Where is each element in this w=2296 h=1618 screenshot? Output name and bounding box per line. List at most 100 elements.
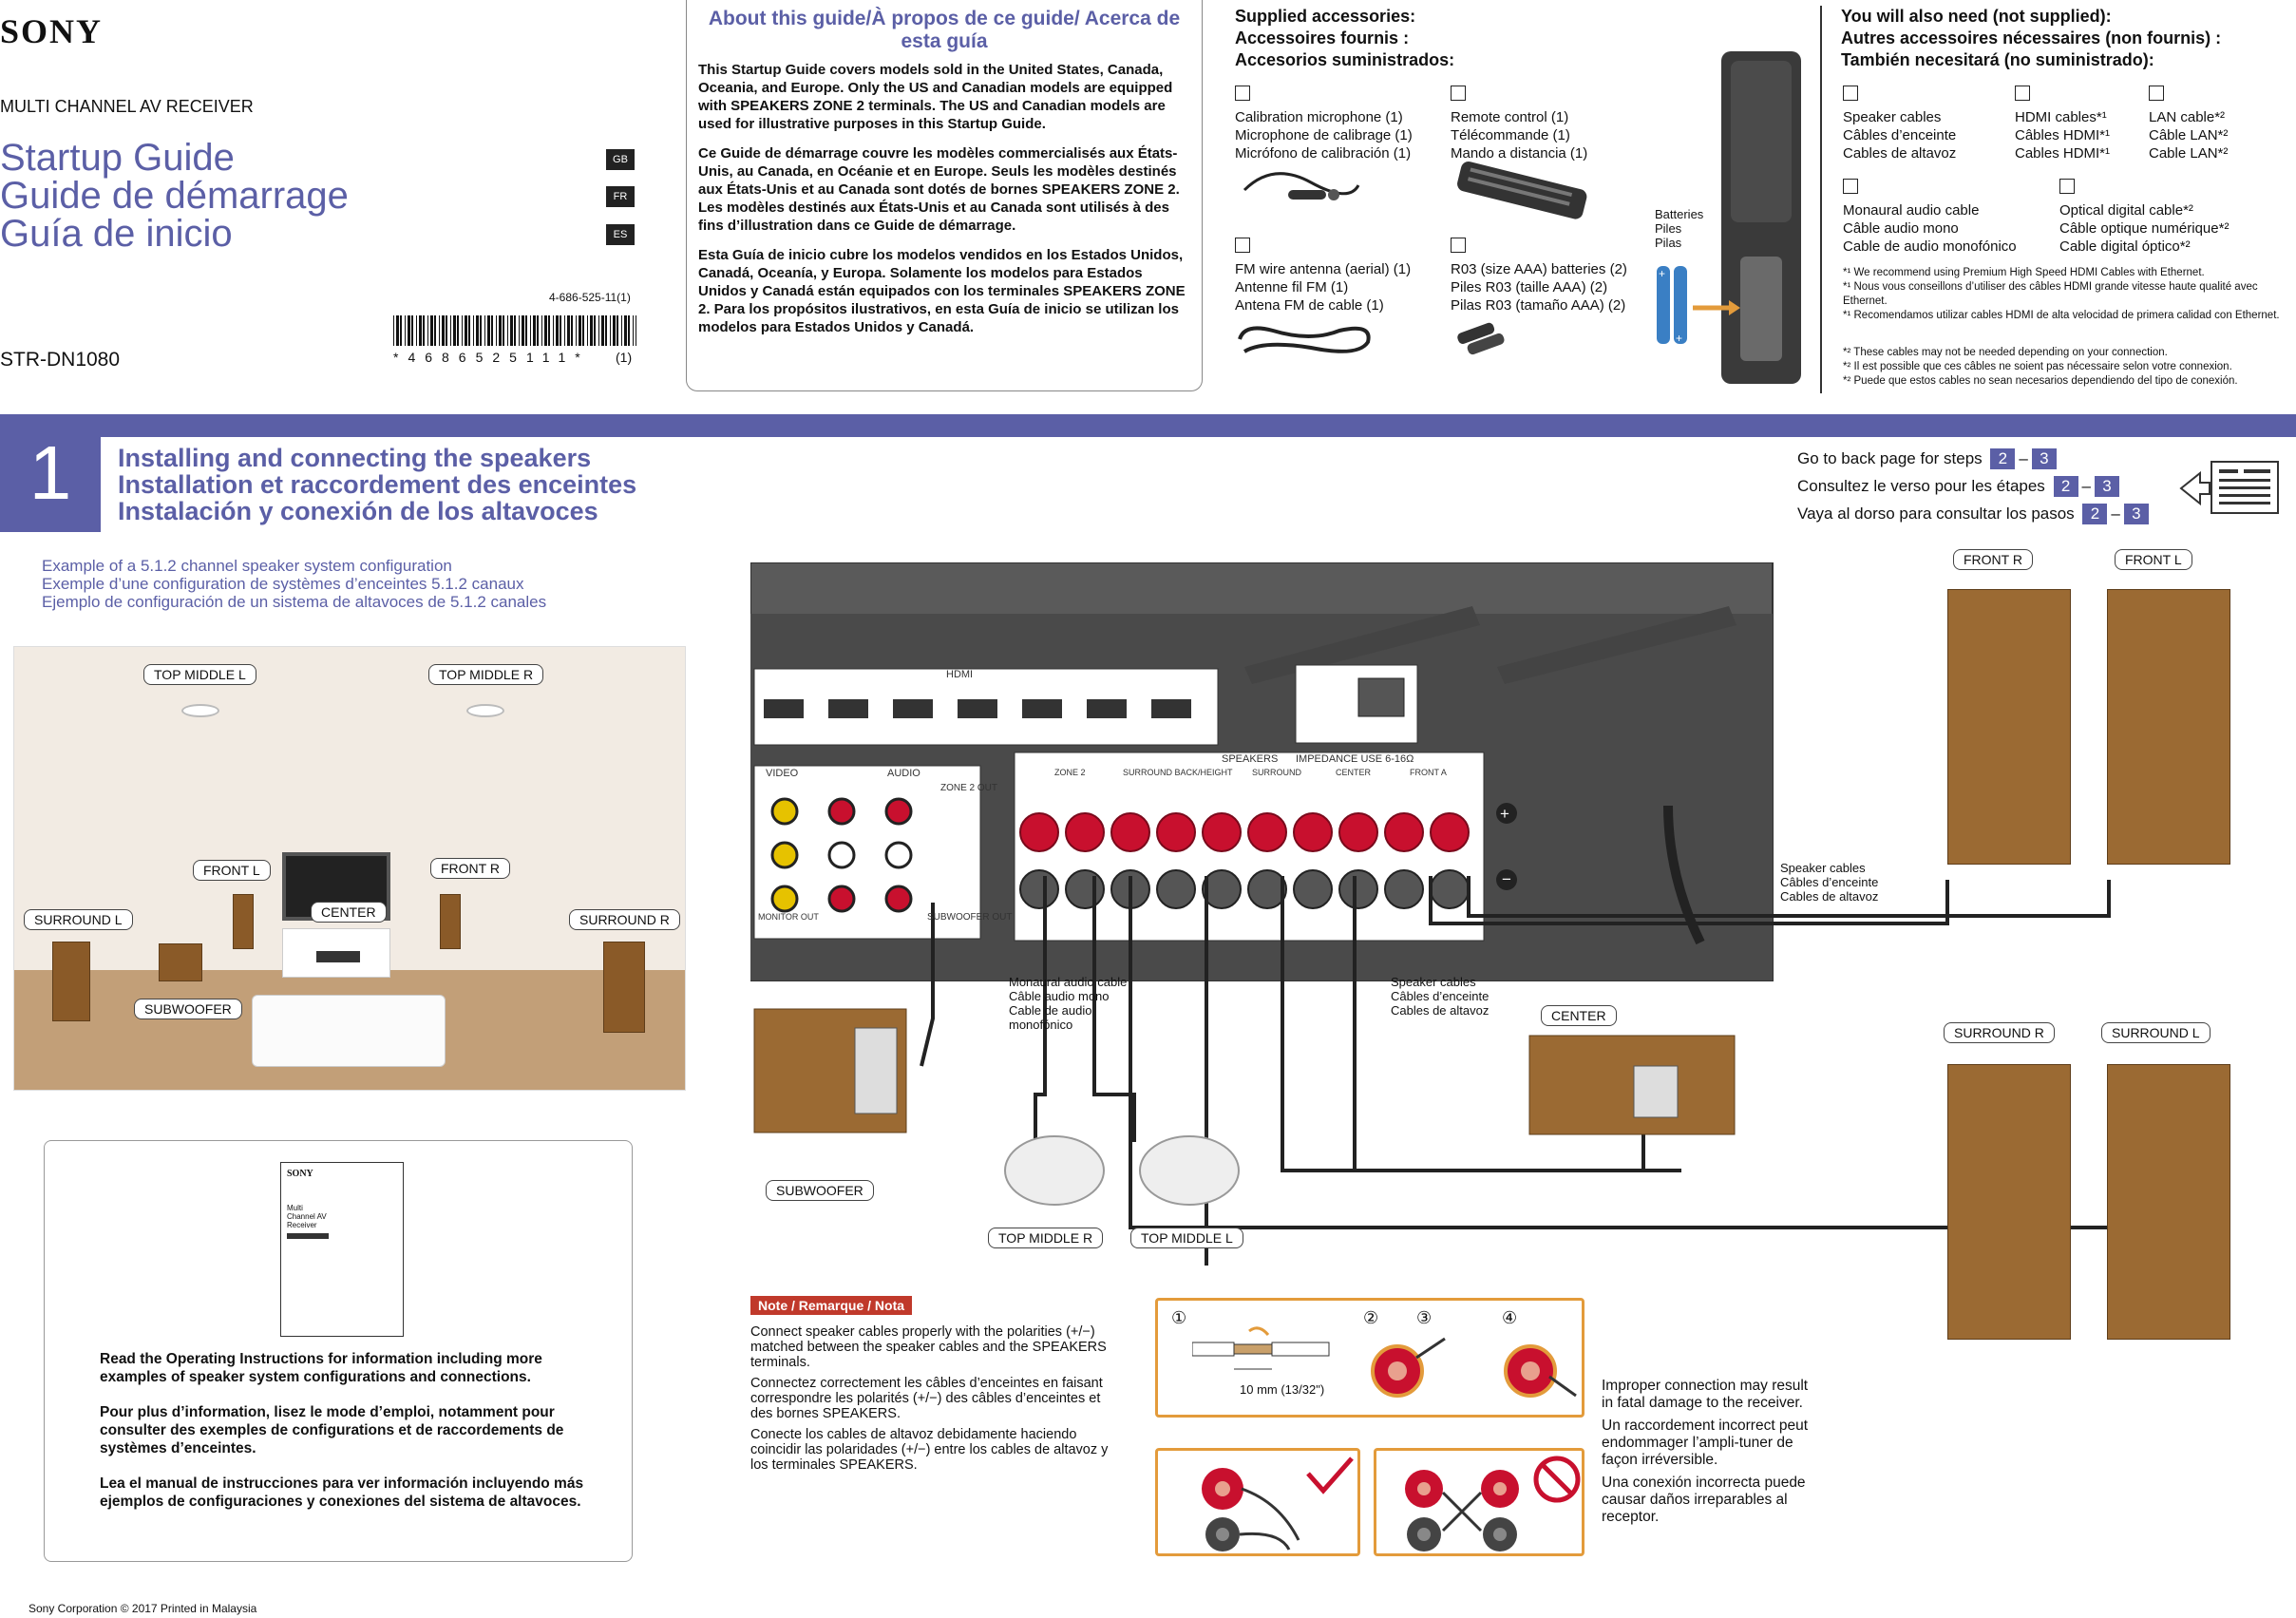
speaker-cables-label-2: Speaker cables Câbles d’enceinte Cables … — [1391, 975, 1490, 1018]
zone-label-surround: SURROUND — [1252, 768, 1302, 777]
label-subwoofer: SUBWOOFER — [134, 999, 242, 1019]
need-item-lan-cable: LAN cable*² Câble LAN*² Cable LAN*² — [2149, 86, 2228, 162]
label-center: CENTER — [311, 902, 387, 923]
label-front-l: FRONT L — [193, 860, 271, 881]
about-title: About this guide/À propos de ce guide/ A… — [708, 8, 1181, 52]
checkbox[interactable] — [2149, 86, 2164, 101]
prohibited-icon — [1533, 1456, 1581, 1503]
example-caption: Example of a 5.1.2 channel speaker syste… — [42, 557, 547, 611]
section-band — [0, 414, 2296, 437]
checkbox[interactable] — [2059, 179, 2075, 194]
label-surround-l: SURROUND L — [24, 909, 133, 930]
terminal-twist-icon — [1371, 1337, 1446, 1398]
zone-label-center: CENTER — [1336, 768, 1372, 777]
surround-r-speaker — [603, 942, 645, 1033]
checkbox[interactable] — [1451, 238, 1466, 253]
diagram-label-top-middle-r: TOP MIDDLE R — [988, 1228, 1104, 1248]
front-r-speaker-diagram — [1947, 589, 2071, 865]
lang-tag-gb: GB — [606, 149, 635, 170]
surround-l-speaker-diagram — [2107, 1064, 2230, 1340]
fm-antenna-icon — [1238, 326, 1371, 353]
mono-cable-label: Monaural audio cable Câble audio mono Ca… — [1009, 975, 1128, 1032]
diagram-label-surround-l: SURROUND L — [2101, 1022, 2211, 1043]
checkbox[interactable] — [2015, 86, 2030, 101]
svg-text:−: − — [1502, 870, 1511, 888]
about-guide-box: About this guide/À propos de ce guide/ A… — [686, 0, 1203, 391]
operating-instructions-box: SONY Multi Channel AV Receiver Read the … — [44, 1140, 633, 1562]
goto-es: Vaya al dorso para consultar los pasos 2… — [1797, 504, 2153, 524]
zone2-out-label: ZONE 2 OUT — [940, 783, 998, 793]
section-title: Installing and connecting the speakers I… — [118, 444, 637, 525]
checkbox[interactable] — [1843, 179, 1858, 194]
speakers-label: SPEAKERS — [1222, 753, 1279, 765]
remote-control-icon — [1457, 161, 1587, 219]
front-l-speaker — [233, 894, 254, 949]
diagram-label-subwoofer: SUBWOOFER — [766, 1180, 874, 1201]
goto-en: Go to back page for steps 2–3 — [1797, 448, 2060, 469]
microphone-icon — [1243, 172, 1360, 200]
step-4: ④ — [1502, 1308, 1518, 1327]
audio-label: AUDIO — [887, 768, 920, 779]
about-paragraph-en: This Startup Guide covers models sold in… — [698, 62, 1173, 132]
wiring-diagram: + − — [750, 562, 2120, 1266]
vertical-divider — [1820, 6, 1822, 393]
note-text: Connect speaker cables properly with the… — [750, 1324, 1109, 1473]
model-number: STR-DN1080 — [0, 349, 121, 371]
step-3: ③ — [1416, 1308, 1433, 1327]
subwoofer-out-label: SUBWOOFER OUT — [927, 912, 1013, 923]
page-turn-icon — [2179, 461, 2279, 514]
wire-steps-box: ① ② ③ ④ 10 mm (13/32") — [1155, 1298, 1584, 1418]
hdmi-label: HDMI — [946, 669, 974, 680]
monitor-out-label: MONITOR OUT — [758, 912, 819, 922]
need-header: You will also need (not supplied): Autre… — [1841, 7, 2222, 69]
incorrect-connection-icon — [1405, 1456, 1581, 1551]
checkbox[interactable] — [1451, 86, 1466, 101]
title-fr: Guide de démarrage — [0, 175, 349, 217]
about-paragraph-fr: Ce Guide de démarrage couvre les modèles… — [698, 145, 1180, 234]
title-en: Startup Guide — [0, 137, 235, 179]
manual-thumbnail: SONY Multi Channel AV Receiver — [280, 1162, 404, 1337]
strip-wire-icon — [1192, 1326, 1330, 1370]
footnotes-optional: *² These cables may not be needed depend… — [1843, 347, 2238, 387]
diagram-label-top-middle-l: TOP MIDDLE L — [1130, 1228, 1243, 1248]
step-1: ① — [1171, 1308, 1187, 1327]
diagram-label-surround-r: SURROUND R — [1944, 1022, 2055, 1043]
sofa — [252, 995, 446, 1067]
checkbox[interactable] — [1235, 86, 1250, 101]
note-header: Note / Remarque / Nota — [750, 1296, 913, 1315]
lang-tag-fr: FR — [606, 186, 635, 207]
batteries-label: Batteries Piles Pilas — [1655, 207, 1704, 250]
copyright: Sony Corporation © 2017 Printed in Malay… — [28, 1602, 257, 1615]
need-item-speaker-cables: Speaker cables Câbles d’enceinte Cables … — [1843, 86, 1956, 162]
about-paragraph-es: Esta Guía de inicio cubre los modelos ve… — [698, 247, 1186, 335]
diagram-label-front-r: FRONT R — [1953, 549, 2033, 570]
front-r-speaker — [440, 894, 461, 949]
video-label: VIDEO — [766, 768, 799, 779]
checkbox[interactable] — [1235, 238, 1250, 253]
incorrect-connection-box — [1374, 1448, 1584, 1556]
label-top-middle-l: TOP MIDDLE L — [143, 664, 256, 685]
svg-text:+: + — [1659, 267, 1665, 280]
svg-text:+: + — [1676, 332, 1682, 345]
supplied-item-batteries: R03 (size AAA) batteries (2) Piles R03 (… — [1451, 238, 1627, 314]
correct-connection-box — [1155, 1448, 1360, 1556]
batteries-icon — [1457, 322, 1505, 355]
diagram-label-center: CENTER — [1541, 1005, 1617, 1026]
front-l-speaker-diagram — [2107, 589, 2230, 865]
zone-label-front-a: FRONT A — [1410, 768, 1447, 777]
svg-text:+: + — [1500, 805, 1509, 823]
speaker-cables-label-1: Speaker cables Câbles d’enceinte Cables … — [1780, 861, 1879, 904]
need-item-hdmi-cables: HDMI cables*¹ Câbles HDMI*¹ Cables HDMI*… — [2015, 86, 2110, 162]
need-item-mono-cable: Monaural audio cable Câble audio mono Ca… — [1843, 179, 2017, 256]
receiver-small — [316, 951, 360, 962]
lang-tag-es: ES — [606, 224, 635, 245]
brand-logo: SONY — [0, 12, 104, 50]
ceiling-speaker-l — [181, 704, 219, 717]
product-type: MULTI CHANNEL AV RECEIVER — [0, 97, 254, 116]
barcode — [393, 315, 636, 346]
supplied-item-microphone: Calibration microphone (1) Microphone de… — [1235, 86, 1413, 162]
step-2: ② — [1363, 1308, 1379, 1327]
remote-battery-insert-illustration: + + — [1657, 51, 1801, 384]
checkbox[interactable] — [1843, 86, 1858, 101]
barcode-digits: *4686525111* — [393, 350, 590, 365]
